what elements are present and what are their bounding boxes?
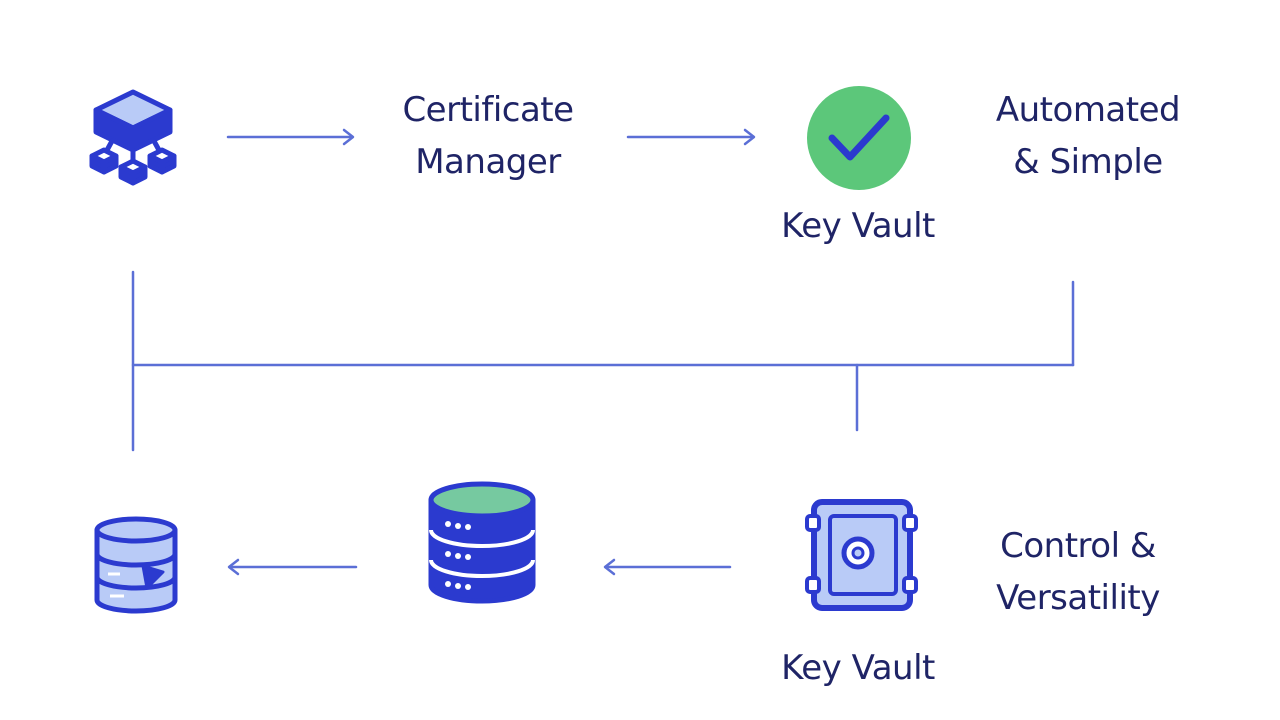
arrow-certmanager-to-keyvault: [626, 128, 756, 146]
checkmark-circle-icon: [807, 86, 911, 190]
connectors: [131, 128, 1075, 576]
certificate-manager-label: Certificate Manager: [402, 90, 574, 182]
arrow-cube-to-certmanager: [226, 128, 355, 146]
arrow-safe-to-storage: [603, 558, 732, 576]
automated-simple-label: Automated & Simple: [995, 90, 1181, 182]
key-vault-bottom-label: Key Vault: [781, 648, 935, 688]
key-vault-top-label: Key Vault: [781, 206, 935, 246]
server-stack-icon: [428, 481, 536, 604]
database-icon: [94, 516, 178, 614]
cube-network-icon: [89, 89, 177, 186]
arrow-storage-to-database: [227, 558, 358, 576]
safe-icon: [805, 499, 918, 611]
control-versatility-label: Control & Versatility: [996, 526, 1160, 618]
